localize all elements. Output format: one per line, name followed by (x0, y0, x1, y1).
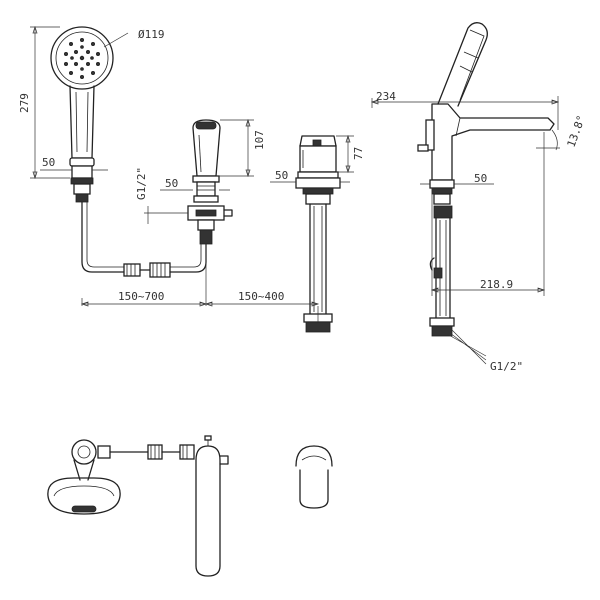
hose-length-label: 150~700 (118, 290, 164, 303)
side-view-dimensions (370, 96, 560, 365)
spout-height-label: 107 (253, 130, 266, 150)
diverter-valve-front-view (295, 135, 341, 333)
spout-base-label: 50 (165, 177, 178, 190)
hand-shower-diameter-label: Ø119 (138, 28, 165, 41)
side-thread-label: G1/2" (490, 360, 523, 373)
hand-shower-front-view (50, 26, 207, 278)
side-angle-label: 13.8° (565, 113, 589, 149)
side-reach-label: 218.9 (480, 278, 513, 291)
hand-shower-base-label: 50 (42, 156, 55, 169)
spout-front-view (187, 119, 233, 245)
side-base-label: 50 (474, 172, 487, 185)
valve-dimensions (270, 134, 354, 183)
hand-shower-dimensions (30, 25, 129, 180)
spout-dimensions (144, 118, 254, 224)
valve-base-label: 50 (275, 169, 288, 182)
spacing-dimensions (80, 244, 320, 322)
hand-shower-height-label: 279 (18, 93, 31, 113)
spout-thread-label: G1/2" (135, 167, 148, 200)
plan-view (47, 435, 333, 577)
side-total-length-label: 234 (376, 90, 396, 103)
spacing-label: 150~400 (238, 290, 284, 303)
valve-height-label: 77 (352, 147, 365, 160)
